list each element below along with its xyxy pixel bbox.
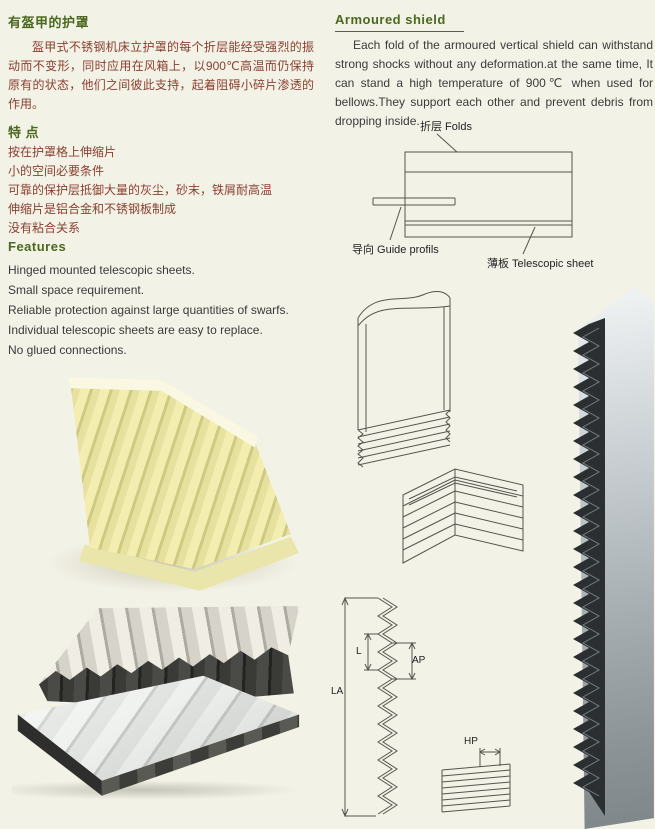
- armoured-bellows-photo: [545, 286, 655, 829]
- dim-label-la: LA: [331, 686, 344, 697]
- sheet-label: 薄板 Telescopic sheet: [487, 258, 594, 270]
- folds-diagram: [372, 133, 573, 255]
- dim-label-l: L: [356, 646, 362, 657]
- bellows-yellow-photo: [35, 345, 310, 615]
- cn-feature-item: 按在护罩格上伸缩片: [8, 145, 117, 159]
- feature-item: Hinged mounted telescopic sheets.: [8, 263, 195, 277]
- cn-feature-item: 没有粘合关系: [8, 221, 81, 235]
- armoured-shield-intro: Each fold of the armoured vertical shiel…: [335, 38, 653, 128]
- telescopic-cover-photo: [12, 672, 302, 800]
- features-heading: Features: [8, 239, 67, 254]
- cn-feature-item: 可靠的保护层抵御大量的灰尘，砂末，铁屑耐高温: [8, 183, 273, 197]
- ground-shadow: [12, 779, 302, 800]
- pleats-edge: [573, 318, 605, 816]
- feature-item: Small space requirement.: [8, 283, 145, 297]
- dim-label-ap: AP: [412, 655, 426, 666]
- cn-features-heading: 特 点: [8, 125, 40, 140]
- feature-item: Reliable protection against large quanti…: [8, 303, 289, 317]
- cn-feature-list: 按在护罩格上伸缩片 小的空间必要条件 可靠的保护层抵御大量的灰尘，砂末，铁屑耐高…: [8, 143, 318, 238]
- corner-section-drawing: [402, 468, 524, 564]
- folds-label: 折层 Folds: [420, 121, 472, 133]
- cn-title: 有盔甲的护罩: [8, 15, 90, 30]
- dim-label-hp: HP: [464, 736, 478, 747]
- feature-item: No glued connections.: [8, 343, 127, 357]
- guide-label: 导向 Guide profils: [352, 244, 439, 256]
- cn-feature-item: 伸缩片是铝合金和不锈钢板制成: [8, 202, 177, 216]
- feature-list: Hinged mounted telescopic sheets. Small …: [8, 260, 320, 360]
- feature-item: Individual telescopic sheets are easy to…: [8, 323, 263, 337]
- sheet-profile-drawing: [357, 290, 451, 468]
- cn-intro: 盔甲式不锈钢机床立护罩的每个折层能经受强烈的振动而不变形，同时应用在风箱上，以9…: [8, 40, 314, 111]
- dimension-diagram: [341, 596, 511, 818]
- armoured-shield-title: Armoured shield: [335, 12, 464, 32]
- cn-feature-item: 小的空间必要条件: [8, 164, 105, 178]
